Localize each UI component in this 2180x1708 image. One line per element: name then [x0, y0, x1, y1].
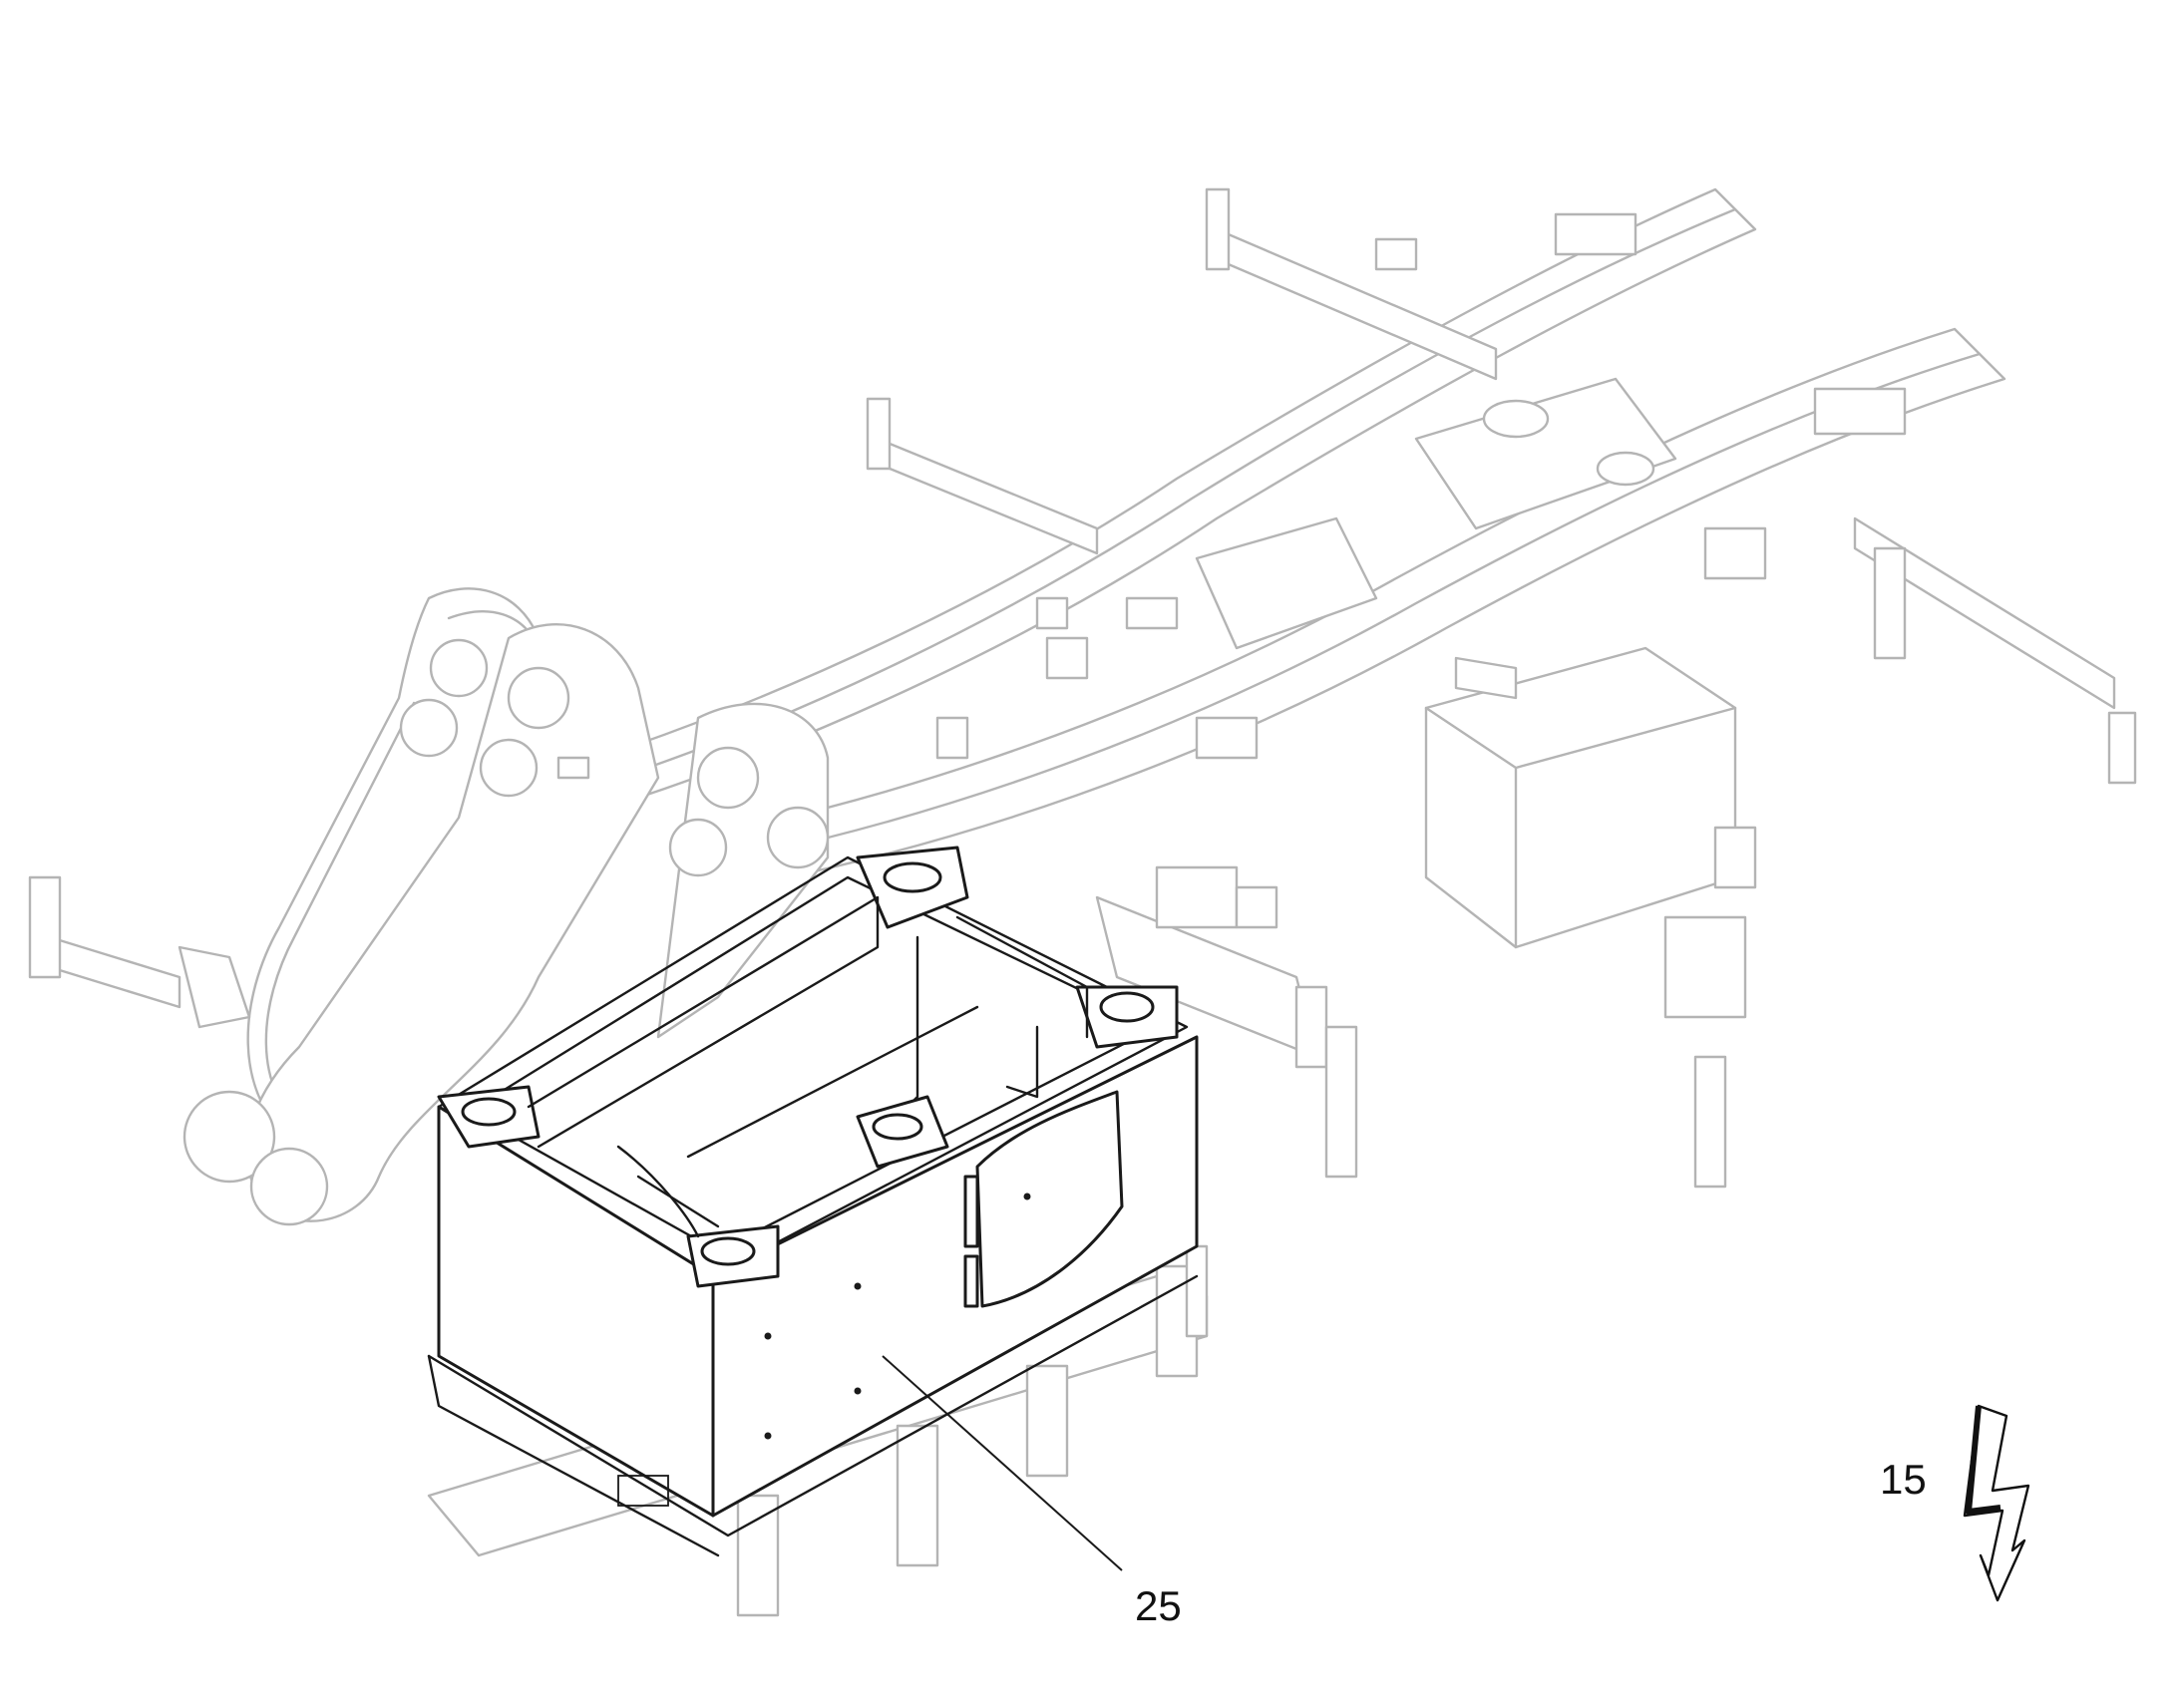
chassis-frame: [28, 187, 2137, 1617]
highlighted-part-housing: [427, 846, 1199, 1557]
lightning-bolt-icon: [1963, 1404, 2030, 1602]
leader-line-25: [882, 1355, 1123, 1571]
callout-15: 15: [1880, 1456, 1927, 1503]
callout-25: 25: [1135, 1582, 1182, 1629]
